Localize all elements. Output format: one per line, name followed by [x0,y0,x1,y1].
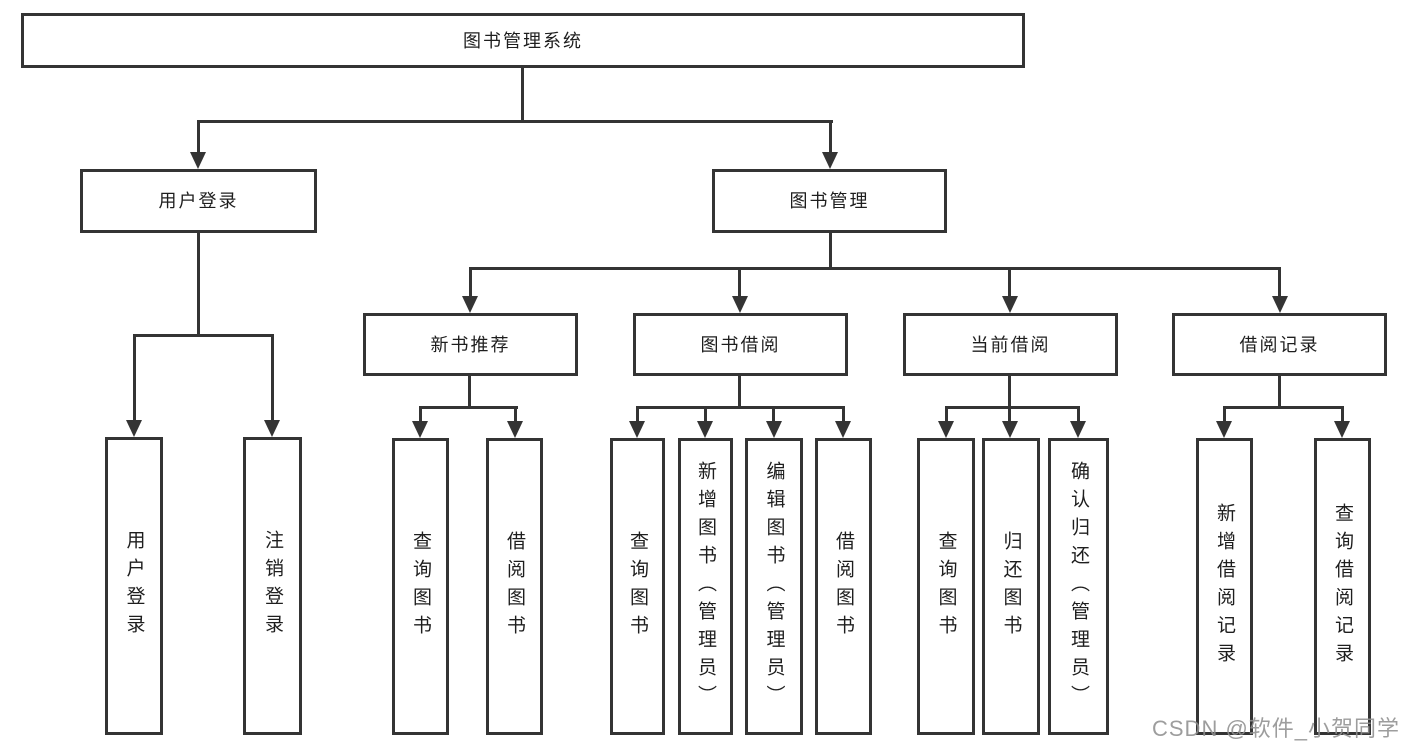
arrow-down-icon [1070,421,1086,438]
connector-line [829,120,832,154]
arrow-down-icon [1002,421,1018,438]
node-label: 查询借阅记录 [1332,502,1353,671]
connector-line [738,376,741,408]
arrow-down-icon [1216,421,1232,438]
arrow-down-icon [462,296,478,313]
watermark: CSDN @软件_小贺同学 [1152,716,1401,741]
arrow-down-icon [732,296,748,313]
connector-line [133,334,274,337]
connector-line [197,120,200,154]
connector-line [197,120,833,123]
connector-line [738,267,741,297]
connector-line [1008,267,1011,297]
node-label: 图书管理 [789,191,870,211]
connector-line [271,334,274,421]
connector-line [1077,406,1080,423]
node-user-login-leaf: 用户登录 [105,437,163,735]
node-label: 用户登录 [158,191,239,211]
node-confirm-return-admin: 确认归还（管理员） [1048,438,1109,735]
node-label: 新书推荐 [430,334,511,355]
connector-line [704,406,707,423]
connector-line [1341,406,1344,423]
arrow-down-icon [697,421,713,438]
node-logout: 注销登录 [243,437,302,735]
connector-line [1223,406,1226,423]
node-user-login: 用户登录 [80,169,317,233]
arrow-down-icon [1002,296,1018,313]
connector-line [468,376,471,408]
arrow-down-icon [766,421,782,438]
node-query-borrow-record: 查询借阅记录 [1314,438,1371,735]
connector-line [1008,376,1011,408]
node-label: 借阅图书 [504,530,525,643]
node-add-borrow-record: 新增借阅记录 [1196,438,1253,735]
connector-line [514,406,517,423]
arrow-down-icon [1334,421,1350,438]
node-book-management: 图书管理 [712,169,947,233]
arrow-down-icon [1272,296,1288,313]
node-borrowing-records: 借阅记录 [1172,313,1387,376]
connector-line [521,68,524,120]
node-label: 图书借阅 [700,334,781,355]
arrow-down-icon [938,421,954,438]
connector-line [1223,406,1344,409]
connector-line [1278,376,1281,408]
node-query-books-recommend: 查询图书 [392,438,449,735]
connector-line [197,233,200,336]
node-label: 查询图书 [935,530,957,643]
arrow-down-icon [507,421,523,438]
connector-line [133,334,136,421]
connector-line [469,267,472,297]
node-label: 用户登录 [123,530,145,642]
node-label: 当前借阅 [970,334,1051,355]
node-label: 编辑图书（管理员） [763,460,785,713]
connector-line [419,406,518,409]
connector-line [829,233,832,270]
connector-line [636,406,639,423]
node-label: 图书管理系统 [463,30,583,51]
arrow-down-icon [126,420,142,437]
node-label: 查询图书 [410,530,431,643]
arrow-down-icon [835,421,851,438]
node-label: 借阅记录 [1239,334,1320,355]
connector-line [842,406,845,423]
node-return-book: 归还图书 [982,438,1040,735]
node-label: 查询图书 [627,530,648,643]
arrow-down-icon [629,421,645,438]
node-new-book-recommendation: 新书推荐 [363,313,578,376]
node-label: 新增借阅记录 [1214,502,1235,671]
node-query-books-current: 查询图书 [917,438,975,735]
node-label: 注销登录 [262,530,283,642]
node-library-system: 图书管理系统 [21,13,1025,68]
arrow-down-icon [822,152,838,169]
connector-line [469,267,1281,270]
node-book-borrowing: 图书借阅 [633,313,848,376]
connector-line [636,406,845,409]
node-borrow-books: 借阅图书 [815,438,872,735]
connector-line [772,406,775,423]
node-edit-book-admin: 编辑图书（管理员） [745,438,803,735]
connector-line [1278,267,1281,297]
node-label: 归还图书 [1000,530,1022,643]
node-add-book-admin: 新增图书（管理员） [678,438,733,735]
connector-line [419,406,422,423]
node-label: 确认归还（管理员） [1068,460,1089,713]
node-label: 新增图书（管理员） [695,460,716,713]
connector-line [945,406,948,423]
node-label: 借阅图书 [833,530,854,643]
node-query-books-borrowing: 查询图书 [610,438,665,735]
arrow-down-icon [412,421,428,438]
connector-line [1008,406,1011,423]
arrow-down-icon [190,152,206,169]
arrow-down-icon [264,420,280,437]
node-current-borrowing: 当前借阅 [903,313,1118,376]
connector-line [945,406,1080,409]
node-borrow-books-recommend: 借阅图书 [486,438,543,735]
